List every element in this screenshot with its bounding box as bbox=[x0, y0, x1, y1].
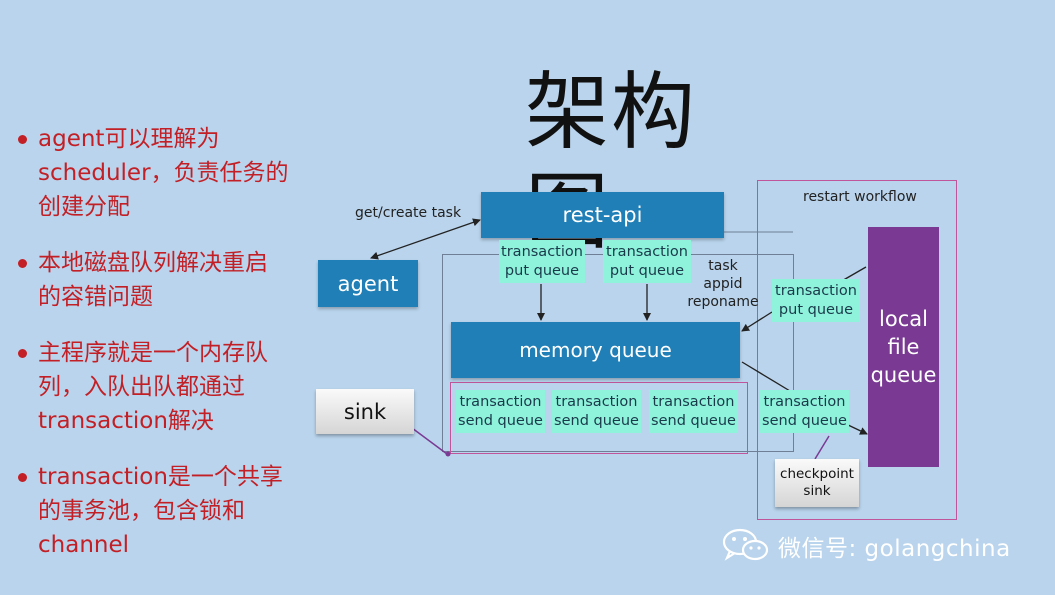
restart-workflow-frame bbox=[757, 180, 957, 520]
task-field: reponame bbox=[687, 294, 759, 310]
transaction-send-queue: transaction send queue bbox=[552, 390, 641, 433]
checkpoint-sink-line: checkpoint bbox=[780, 466, 854, 482]
wechat-icon bbox=[722, 528, 769, 561]
sink-box: sink bbox=[316, 389, 414, 434]
transaction-send-queue: transaction send queue bbox=[649, 390, 738, 433]
transaction-put-queue: transaction put queue bbox=[603, 240, 691, 283]
transaction-send-queue: transaction send queue bbox=[760, 390, 849, 433]
get-create-task-label: get/create task bbox=[355, 205, 462, 221]
bullet-line: transaction是一个共享 bbox=[38, 464, 283, 490]
task-field: appid bbox=[703, 276, 743, 292]
bullet-item: 本地磁盘队列解决重启 的容错问题 bbox=[12, 246, 302, 314]
queue-label-line: send queue bbox=[554, 412, 639, 429]
memory-to-send-queue-line bbox=[741, 361, 791, 392]
bullet-list: agent可以理解为 scheduler，负责任务的 创建分配 本地磁盘队列解决… bbox=[12, 122, 302, 584]
queue-label-line: send queue bbox=[458, 412, 543, 429]
bullet-line: 创建分配 bbox=[38, 194, 130, 220]
bullet-dot-icon bbox=[18, 473, 27, 482]
queue-label-line: transaction bbox=[459, 393, 542, 410]
bullet-line: 列，入队出队都通过 bbox=[38, 374, 245, 400]
memory-queue-box: memory queue bbox=[451, 322, 740, 378]
queue-label-line: transaction bbox=[652, 393, 735, 410]
agent-restapi-arrow bbox=[370, 218, 481, 260]
task-field: task bbox=[708, 258, 738, 274]
send-queue-to-local-file-arrow bbox=[845, 423, 868, 435]
bullet-line: 的事务池，包含锁和 bbox=[38, 498, 245, 524]
bullet-line: transaction解决 bbox=[38, 408, 214, 434]
queue-label-line: put queue bbox=[609, 262, 685, 279]
queue-label-line: put queue bbox=[504, 262, 580, 279]
restart-workflow-label: restart workflow bbox=[803, 189, 917, 205]
bullet-line: 本地磁盘队列解决重启 bbox=[38, 250, 268, 276]
checkpoint-to-send-queue-line bbox=[814, 435, 830, 460]
sink-to-frame-line bbox=[411, 427, 448, 455]
send-queues-frame bbox=[450, 382, 748, 454]
queue-label-line: transaction bbox=[501, 243, 583, 260]
rest-api-box: rest-api bbox=[481, 192, 724, 238]
transaction-put-queue: transaction put queue bbox=[499, 240, 585, 283]
local-file-queue-line: local bbox=[879, 307, 928, 331]
bullet-dot-icon bbox=[18, 135, 27, 144]
task-fields-label: task appid reponame bbox=[684, 257, 762, 311]
transaction-send-queue: transaction send queue bbox=[456, 390, 545, 433]
connector-dot bbox=[445, 451, 451, 457]
bullet-item: 主程序就是一个内存队 列，入队出队都通过 transaction解决 bbox=[12, 336, 302, 438]
queue-label-line: put queue bbox=[778, 301, 854, 318]
local-file-queue-line: queue bbox=[870, 363, 937, 387]
bullet-line: 主程序就是一个内存队 bbox=[38, 340, 268, 366]
queue-label-line: transaction bbox=[763, 393, 846, 410]
queue-label-line: transaction bbox=[775, 282, 857, 299]
local-file-queue-line: file bbox=[887, 335, 920, 359]
watermark-text: 微信号: golangchina bbox=[778, 536, 1011, 562]
bullet-line: scheduler，负责任务的 bbox=[38, 160, 289, 186]
queue-label-line: send queue bbox=[651, 412, 736, 429]
bullet-dot-icon bbox=[18, 349, 27, 358]
agent-box: agent bbox=[318, 260, 418, 307]
bullet-dot-icon bbox=[18, 259, 27, 268]
local-file-queue-box: local file queue bbox=[868, 227, 939, 467]
transaction-put-queue: transaction put queue bbox=[772, 279, 860, 322]
bullet-line: 的容错问题 bbox=[38, 284, 153, 310]
put-queue-to-memory-arrow bbox=[741, 311, 773, 332]
bullet-item: agent可以理解为 scheduler，负责任务的 创建分配 bbox=[12, 122, 302, 224]
queue-label-line: transaction bbox=[555, 393, 638, 410]
wechat-watermark: 微信号: golangchina bbox=[722, 528, 1011, 564]
bullet-line: channel bbox=[38, 532, 130, 558]
checkpoint-sink-line: sink bbox=[803, 483, 831, 499]
queue-label-line: send queue bbox=[762, 412, 847, 429]
bullet-item: transaction是一个共享 的事务池，包含锁和 channel bbox=[12, 460, 302, 562]
queue-label-line: transaction bbox=[606, 243, 688, 260]
bullet-line: agent可以理解为 bbox=[38, 126, 220, 152]
